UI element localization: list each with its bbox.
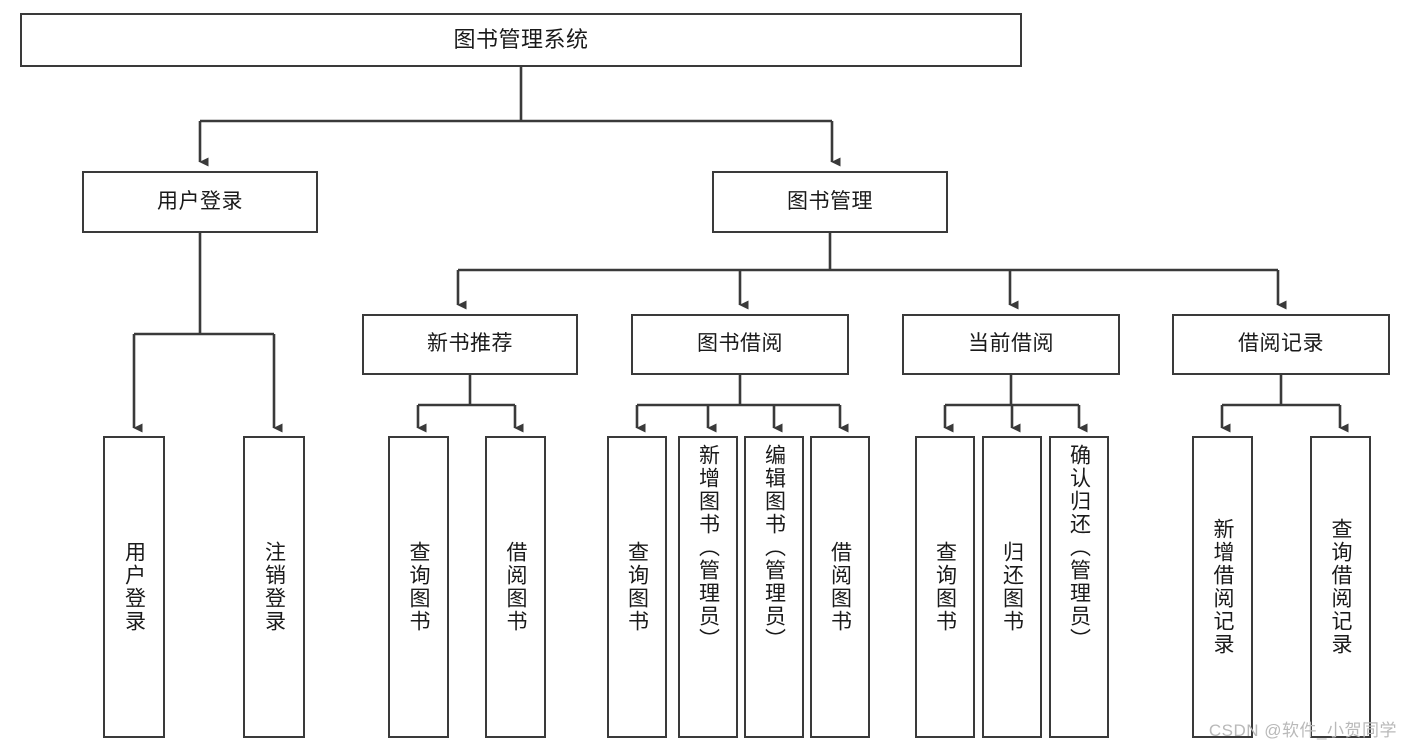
leaf-borrow-edit-book-admin[interactable]: 编辑图书（管理员） — [744, 436, 804, 738]
node-new-book-recommend[interactable]: 新书推荐 — [362, 314, 578, 375]
node-label: 新增图书（管理员） — [696, 444, 720, 651]
leaf-recommend-query-book[interactable]: 查询图书 — [388, 436, 449, 738]
leaf-user-login-logout[interactable]: 注销登录 — [243, 436, 305, 738]
node-book-management[interactable]: 图书管理 — [712, 171, 948, 233]
leaf-recommend-borrow-book[interactable]: 借阅图书 — [485, 436, 546, 738]
node-borrow-record[interactable]: 借阅记录 — [1172, 314, 1390, 375]
node-label: 注销登录 — [262, 541, 286, 633]
node-label: 用户登录 — [157, 189, 243, 213]
node-label: 当前借阅 — [968, 332, 1054, 356]
node-label: 借阅图书 — [828, 541, 852, 633]
node-label: 用户登录 — [122, 541, 146, 633]
leaf-current-confirm-return-admin[interactable]: 确认归还（管理员） — [1049, 436, 1109, 738]
node-label: 确认归还（管理员） — [1067, 444, 1091, 651]
node-label: 查询图书 — [625, 541, 649, 633]
leaf-current-return-book[interactable]: 归还图书 — [982, 436, 1042, 738]
node-book-borrow[interactable]: 图书借阅 — [631, 314, 849, 375]
leaf-user-login-login[interactable]: 用户登录 — [103, 436, 165, 738]
node-label: 新增借阅记录 — [1211, 518, 1234, 656]
node-label: 图书管理系统 — [453, 27, 589, 53]
node-label: 编辑图书（管理员） — [762, 444, 786, 651]
node-label: 图书借阅 — [697, 332, 783, 356]
node-root-system[interactable]: 图书管理系统 — [20, 13, 1022, 67]
leaf-borrow-query-book[interactable]: 查询图书 — [607, 436, 667, 738]
leaf-borrow-borrow-book[interactable]: 借阅图书 — [810, 436, 870, 738]
node-label: 新书推荐 — [427, 332, 513, 356]
node-label: 查询图书 — [407, 541, 430, 633]
leaf-record-query-record[interactable]: 查询借阅记录 — [1310, 436, 1371, 738]
node-label: 归还图书 — [1000, 541, 1024, 633]
node-label: 查询借阅记录 — [1329, 518, 1352, 656]
node-current-borrow[interactable]: 当前借阅 — [902, 314, 1120, 375]
node-label: 借阅记录 — [1238, 332, 1324, 356]
leaf-borrow-add-book-admin[interactable]: 新增图书（管理员） — [678, 436, 738, 738]
node-user-login[interactable]: 用户登录 — [82, 171, 318, 233]
leaf-record-add-record[interactable]: 新增借阅记录 — [1192, 436, 1253, 738]
node-label: 图书管理 — [787, 189, 873, 213]
watermark-text: CSDN @软件_小贺同学 — [1208, 721, 1397, 740]
node-label: 借阅图书 — [504, 541, 527, 633]
leaf-current-query-book[interactable]: 查询图书 — [915, 436, 975, 738]
node-label: 查询图书 — [933, 541, 957, 633]
